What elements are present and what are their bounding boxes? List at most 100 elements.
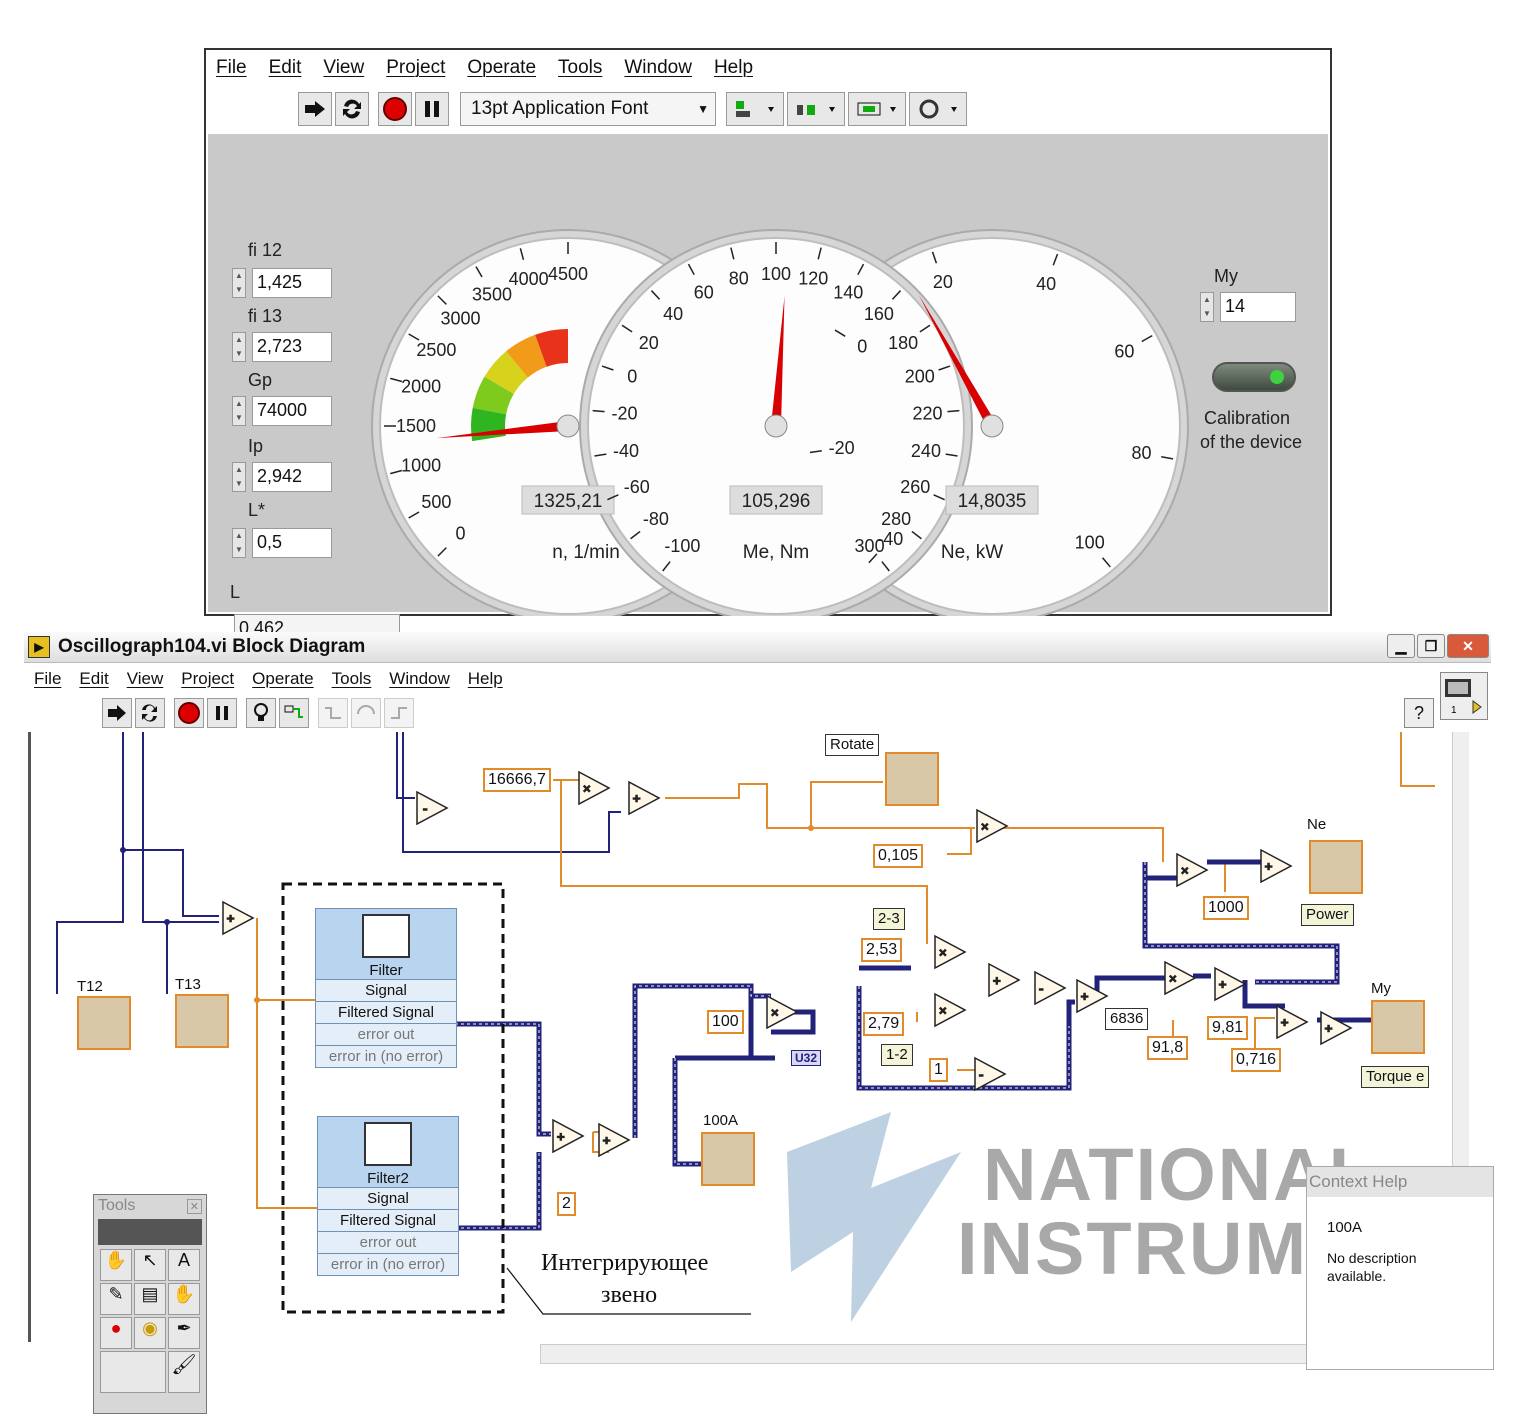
l-star-field[interactable]: 0,5	[252, 528, 332, 558]
const-16666-7[interactable]: 16666,7	[483, 768, 551, 792]
l-star-spinner[interactable]: ▲▼	[232, 528, 246, 558]
filter2-filtered-signal-terminal[interactable]: Filtered Signal	[318, 1209, 458, 1231]
vi-connector-icon[interactable]: 1	[1440, 672, 1488, 720]
run-continuously-icon[interactable]	[135, 698, 165, 728]
u32-conversion[interactable]: U32	[791, 1050, 822, 1066]
bd-menu-window[interactable]: Window	[389, 669, 450, 688]
hand-icon[interactable]: ✋	[100, 1249, 132, 1281]
text-tool-icon[interactable]: A	[168, 1249, 200, 1281]
menu-file[interactable]: File	[216, 57, 247, 78]
filter-error-out-terminal[interactable]: error out	[316, 1023, 456, 1045]
step-over-icon[interactable]	[351, 698, 381, 728]
align-objects-icon[interactable]	[726, 92, 784, 126]
gp-spinner[interactable]: ▲▼	[232, 396, 246, 426]
font-select[interactable]: 13pt Application Font ▼	[460, 92, 716, 126]
ip-spinner[interactable]: ▲▼	[232, 462, 246, 492]
gauge-tick	[868, 553, 878, 564]
filter2-error-in-terminal[interactable]: error in (no error)	[318, 1253, 458, 1275]
color-brush-icon[interactable]: 🖌	[168, 1351, 200, 1393]
horizontal-scrollbar[interactable]	[540, 1344, 1308, 1364]
bd-menu-view[interactable]: View	[126, 669, 164, 688]
menu-tools[interactable]: Tools	[558, 57, 603, 78]
bd-menu-project[interactable]: Project	[181, 669, 235, 688]
resize-objects-icon[interactable]	[848, 92, 906, 126]
filter2-error-out-terminal[interactable]: error out	[318, 1231, 458, 1253]
fi13-spinner[interactable]: ▲▼	[232, 332, 246, 362]
close-icon[interactable]: ✕	[186, 1198, 202, 1214]
gauge-tick	[650, 290, 661, 300]
abort-icon[interactable]	[174, 698, 204, 728]
step-out-icon[interactable]	[384, 698, 414, 728]
menu-edit[interactable]: Edit	[268, 57, 302, 78]
const-0-105[interactable]: 0,105	[873, 844, 924, 868]
cursor-icon[interactable]: ↖	[134, 1249, 166, 1281]
maximize-icon[interactable]: ❐	[1417, 634, 1445, 658]
bd-menu-edit[interactable]: Edit	[79, 669, 109, 688]
pause-icon[interactable]	[207, 698, 237, 728]
filter-error-in-terminal[interactable]: error in (no error)	[316, 1045, 456, 1067]
filter-express-vi[interactable]: Filter Signal Filtered Signal error out …	[315, 908, 457, 1068]
my-meter-icon[interactable]	[1371, 1000, 1425, 1054]
const-2-53[interactable]: 2,53	[861, 938, 903, 962]
auto-tool-selector[interactable]	[98, 1219, 202, 1245]
run-arrow-icon[interactable]	[298, 92, 332, 126]
color-swatch-icon[interactable]	[100, 1351, 166, 1393]
const-0-716[interactable]: 0,716	[1231, 1048, 1282, 1072]
gp-field[interactable]: 74000	[252, 396, 332, 426]
calibration-toggle[interactable]	[1212, 362, 1296, 392]
block-diagram-toolbar	[102, 696, 417, 730]
bd-menu-tools[interactable]: Tools	[331, 669, 372, 688]
scroll-tool-icon[interactable]: ✋	[168, 1283, 200, 1315]
filter-signal-terminal[interactable]: Signal	[316, 979, 456, 1001]
probe-icon[interactable]: ◉	[134, 1317, 166, 1349]
filter2-express-vi[interactable]: Filter2 Signal Filtered Signal error out…	[317, 1116, 459, 1276]
context-help-icon[interactable]: ?	[1404, 698, 1434, 728]
bd-menu-file[interactable]: File	[34, 669, 62, 688]
t12-meter-icon[interactable]	[77, 996, 131, 1050]
bd-menu-operate[interactable]: Operate	[252, 669, 314, 688]
retain-wire-values-icon[interactable]	[279, 698, 309, 728]
ne-meter-icon[interactable]	[1309, 840, 1363, 894]
a100-meter-icon[interactable]	[701, 1132, 755, 1186]
menu-project[interactable]: Project	[386, 57, 446, 78]
block-diagram-titlebar: ▶ Oscillograph104.vi Block Diagram ▁ ❐ ✕	[24, 632, 1491, 663]
close-icon[interactable]: ✕	[1447, 634, 1489, 658]
const-91-8[interactable]: 91,8	[1147, 1036, 1189, 1060]
const-2[interactable]: 2	[557, 1192, 576, 1216]
my-label: My	[1371, 980, 1391, 997]
ip-field[interactable]: 2,942	[252, 462, 332, 492]
front-panel-toolbar: 13pt Application Font ▼	[298, 88, 970, 130]
const-9-81[interactable]: 9,81	[1207, 1016, 1249, 1040]
abort-icon[interactable]	[378, 92, 412, 126]
menu-operate[interactable]: Operate	[467, 57, 537, 78]
filter-filtered-signal-terminal[interactable]: Filtered Signal	[316, 1001, 456, 1023]
minimize-icon[interactable]: ▁	[1387, 634, 1415, 658]
fi12-field[interactable]: 1,425	[252, 268, 332, 298]
color-copy-icon[interactable]: ✒	[168, 1317, 200, 1349]
highlight-execution-icon[interactable]	[246, 698, 276, 728]
step-into-icon[interactable]	[318, 698, 348, 728]
my-field[interactable]: 14	[1220, 292, 1296, 322]
const-1000[interactable]: 1000	[1203, 896, 1249, 920]
menu-view[interactable]: View	[323, 57, 365, 78]
distribute-objects-icon[interactable]	[787, 92, 845, 126]
t13-meter-icon[interactable]	[175, 994, 229, 1048]
const-2-79[interactable]: 2,79	[863, 1012, 905, 1036]
fi12-spinner[interactable]: ▲▼	[232, 268, 246, 298]
my-spinner[interactable]: ▲▼	[1200, 292, 1214, 322]
run-continuously-icon[interactable]	[335, 92, 369, 126]
menu-help[interactable]: Help	[713, 57, 754, 78]
bd-menu-help[interactable]: Help	[467, 669, 503, 688]
pause-icon[interactable]	[415, 92, 449, 126]
wire-tool-icon[interactable]: ✎	[100, 1283, 132, 1315]
run-arrow-icon[interactable]	[102, 698, 132, 728]
rotate-meter-icon[interactable]	[885, 752, 939, 806]
menu-window[interactable]: Window	[624, 57, 692, 78]
const-1[interactable]: 1	[929, 1058, 948, 1082]
breakpoint-icon[interactable]: ●	[100, 1317, 132, 1349]
const-100[interactable]: 100	[707, 1010, 744, 1034]
filter2-signal-terminal[interactable]: Signal	[318, 1187, 458, 1209]
shortcut-menu-icon[interactable]: ▤	[134, 1283, 166, 1315]
fi13-field[interactable]: 2,723	[252, 332, 332, 362]
reorder-icon[interactable]	[909, 92, 967, 126]
